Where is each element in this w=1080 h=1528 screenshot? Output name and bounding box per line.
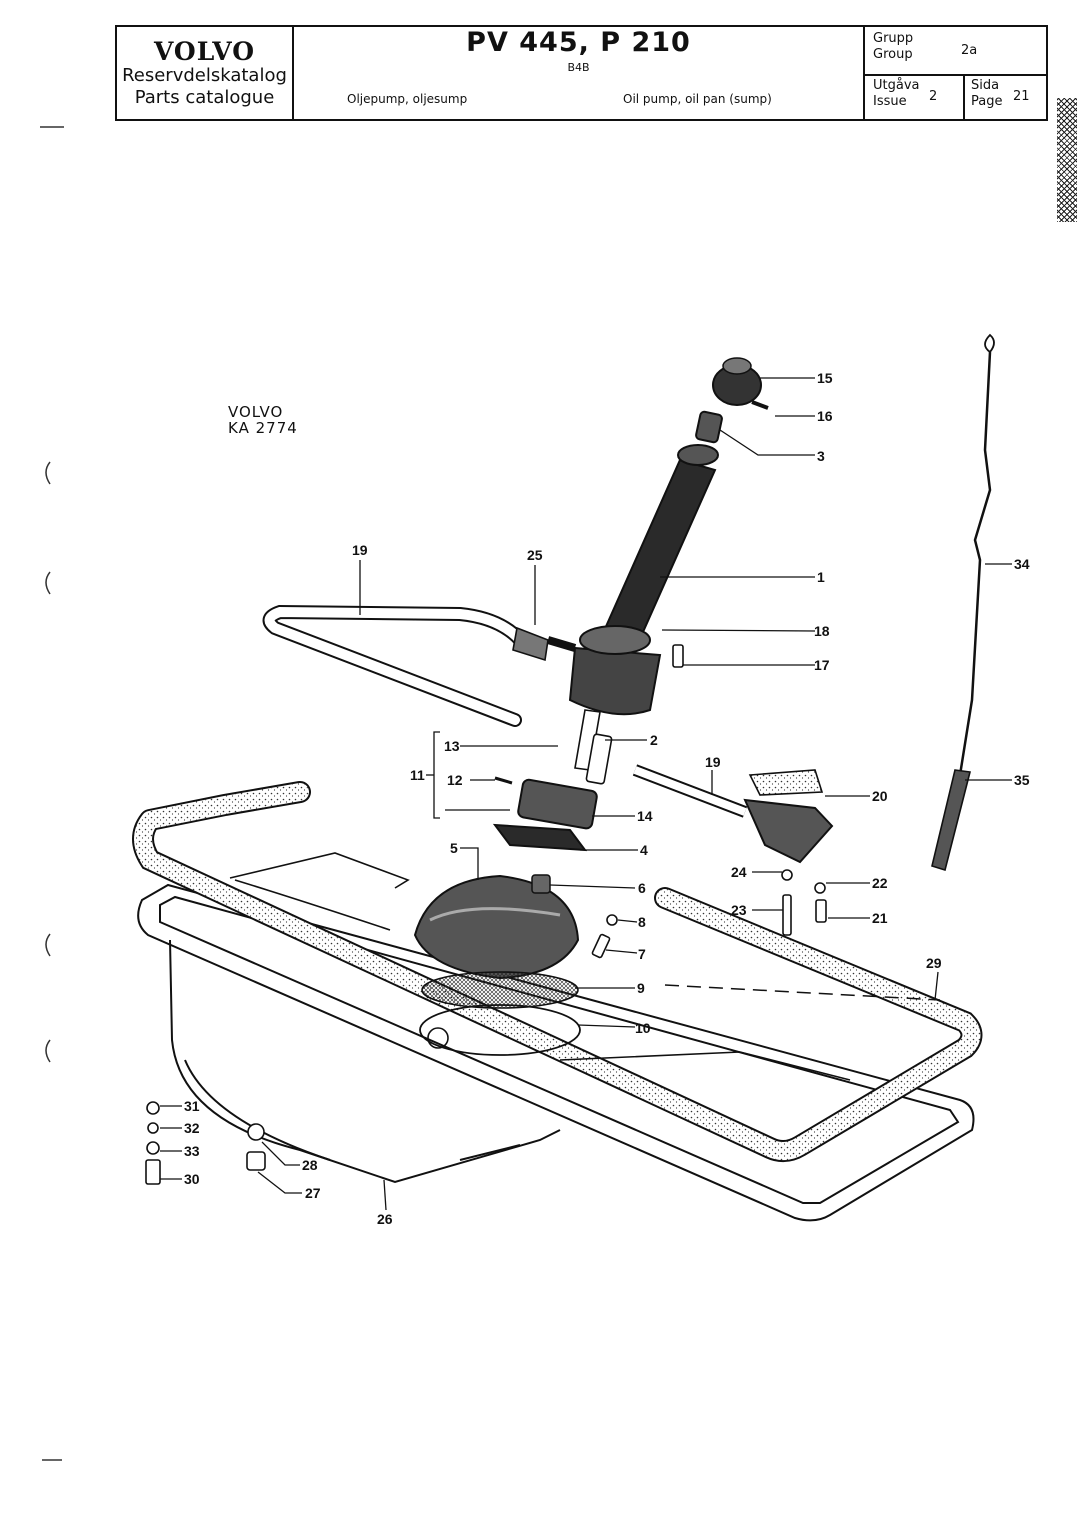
oil-strainer bbox=[413, 874, 581, 1056]
subject-en: Oil pump, oil pan (sump) bbox=[623, 92, 772, 106]
drawing-ref-line1: VOLVO bbox=[228, 403, 284, 421]
callout-35: 35 bbox=[1014, 772, 1030, 788]
callout-17: 17 bbox=[814, 657, 830, 673]
index-block: Grupp Group 2a Utgåva Issue 2 Sida Page … bbox=[865, 27, 1046, 119]
suction-pipe bbox=[632, 764, 834, 864]
pump-gears bbox=[492, 733, 613, 852]
oil-pan-gasket bbox=[132, 781, 983, 1162]
drawing-reference: VOLVO KA 2774 bbox=[228, 404, 298, 436]
callout-32: 32 bbox=[184, 1120, 200, 1136]
page-label-en: Page bbox=[971, 94, 1003, 109]
issue-label-en: Issue bbox=[873, 94, 907, 109]
callout-1: 1 bbox=[817, 569, 825, 585]
callout-4: 4 bbox=[640, 842, 648, 858]
callout-14: 14 bbox=[637, 808, 653, 824]
callout-19-upper: 19 bbox=[352, 542, 368, 558]
drive-gear bbox=[712, 357, 762, 406]
margin-marks bbox=[40, 126, 64, 1461]
callout-15: 15 bbox=[817, 370, 833, 386]
title-block: PV 445, P 210 B4B Oljepump, oljesump Oil… bbox=[294, 27, 865, 119]
brand-logo: VOLVO bbox=[153, 37, 256, 66]
callout-21: 21 bbox=[872, 910, 888, 926]
engine-code: B4B bbox=[567, 61, 590, 74]
bushing bbox=[695, 410, 723, 444]
fasteners bbox=[145, 644, 827, 1185]
group-cell: Grupp Group 2a bbox=[865, 27, 1046, 76]
outlet-pipe bbox=[262, 604, 577, 727]
callout-6: 6 bbox=[638, 880, 646, 896]
issue-label-sv: Utgåva bbox=[873, 78, 920, 93]
callout-5: 5 bbox=[450, 840, 458, 856]
issue-cell: Utgåva Issue 2 bbox=[865, 74, 965, 119]
group-value: 2a bbox=[961, 43, 978, 58]
group-label-sv: Grupp bbox=[873, 31, 914, 46]
catalog-title-sv: Reservdelskatalog bbox=[122, 65, 287, 86]
pan-baffle bbox=[229, 852, 851, 1081]
callout-3: 3 bbox=[817, 448, 825, 464]
callout-25: 25 bbox=[527, 547, 543, 563]
subject-sv: Oljepump, oljesump bbox=[347, 92, 468, 106]
callout-12: 12 bbox=[447, 772, 463, 788]
leader-lines bbox=[160, 377, 1012, 1211]
callout-16: 16 bbox=[817, 408, 833, 424]
callout-11: 11 bbox=[410, 767, 425, 783]
callout-28: 28 bbox=[302, 1157, 318, 1173]
oil-pump-body bbox=[568, 444, 719, 771]
callout-2: 2 bbox=[650, 732, 658, 748]
callout-30: 30 bbox=[184, 1171, 200, 1187]
callout-29: 29 bbox=[926, 955, 942, 971]
page-cell: Sida Page 21 bbox=[963, 74, 1046, 119]
callout-19-lower: 19 bbox=[705, 754, 721, 770]
dipstick bbox=[931, 333, 995, 872]
model-title: PV 445, P 210 bbox=[466, 27, 691, 58]
callout-26: 26 bbox=[377, 1211, 393, 1227]
group-label-en: Group bbox=[873, 47, 913, 62]
callout-9: 9 bbox=[637, 980, 645, 996]
callout-22: 22 bbox=[872, 875, 888, 891]
callout-27: 27 bbox=[305, 1185, 321, 1201]
callout-23: 23 bbox=[731, 902, 747, 918]
callout-7: 7 bbox=[638, 946, 646, 962]
callout-24: 24 bbox=[731, 864, 747, 880]
callout-13: 13 bbox=[444, 738, 460, 754]
callout-31: 31 bbox=[184, 1098, 200, 1114]
callout-20: 20 bbox=[872, 788, 888, 804]
callout-18: 18 bbox=[814, 623, 830, 639]
callout-33: 33 bbox=[184, 1143, 200, 1159]
callout-10: 10 bbox=[635, 1020, 651, 1036]
brand-block: VOLVO Reservdelskatalog Parts catalogue bbox=[117, 27, 294, 119]
callout-labels: 15 16 3 1 18 17 2 13 11 12 14 4 5 6 8 7 … bbox=[184, 370, 1030, 1227]
page-label-sv: Sida bbox=[971, 78, 1000, 93]
callout-8: 8 bbox=[638, 914, 646, 930]
page-value: 21 bbox=[1013, 89, 1030, 104]
catalog-header: VOLVO Reservdelskatalog Parts catalogue … bbox=[115, 25, 1048, 121]
edge-hatch-mark bbox=[1057, 98, 1077, 222]
issue-value: 2 bbox=[929, 89, 938, 104]
callout-34: 34 bbox=[1014, 556, 1030, 572]
gear-pin bbox=[751, 400, 769, 410]
drawing-ref-line2: KA 2774 bbox=[228, 419, 298, 437]
catalog-title-en: Parts catalogue bbox=[134, 87, 275, 108]
